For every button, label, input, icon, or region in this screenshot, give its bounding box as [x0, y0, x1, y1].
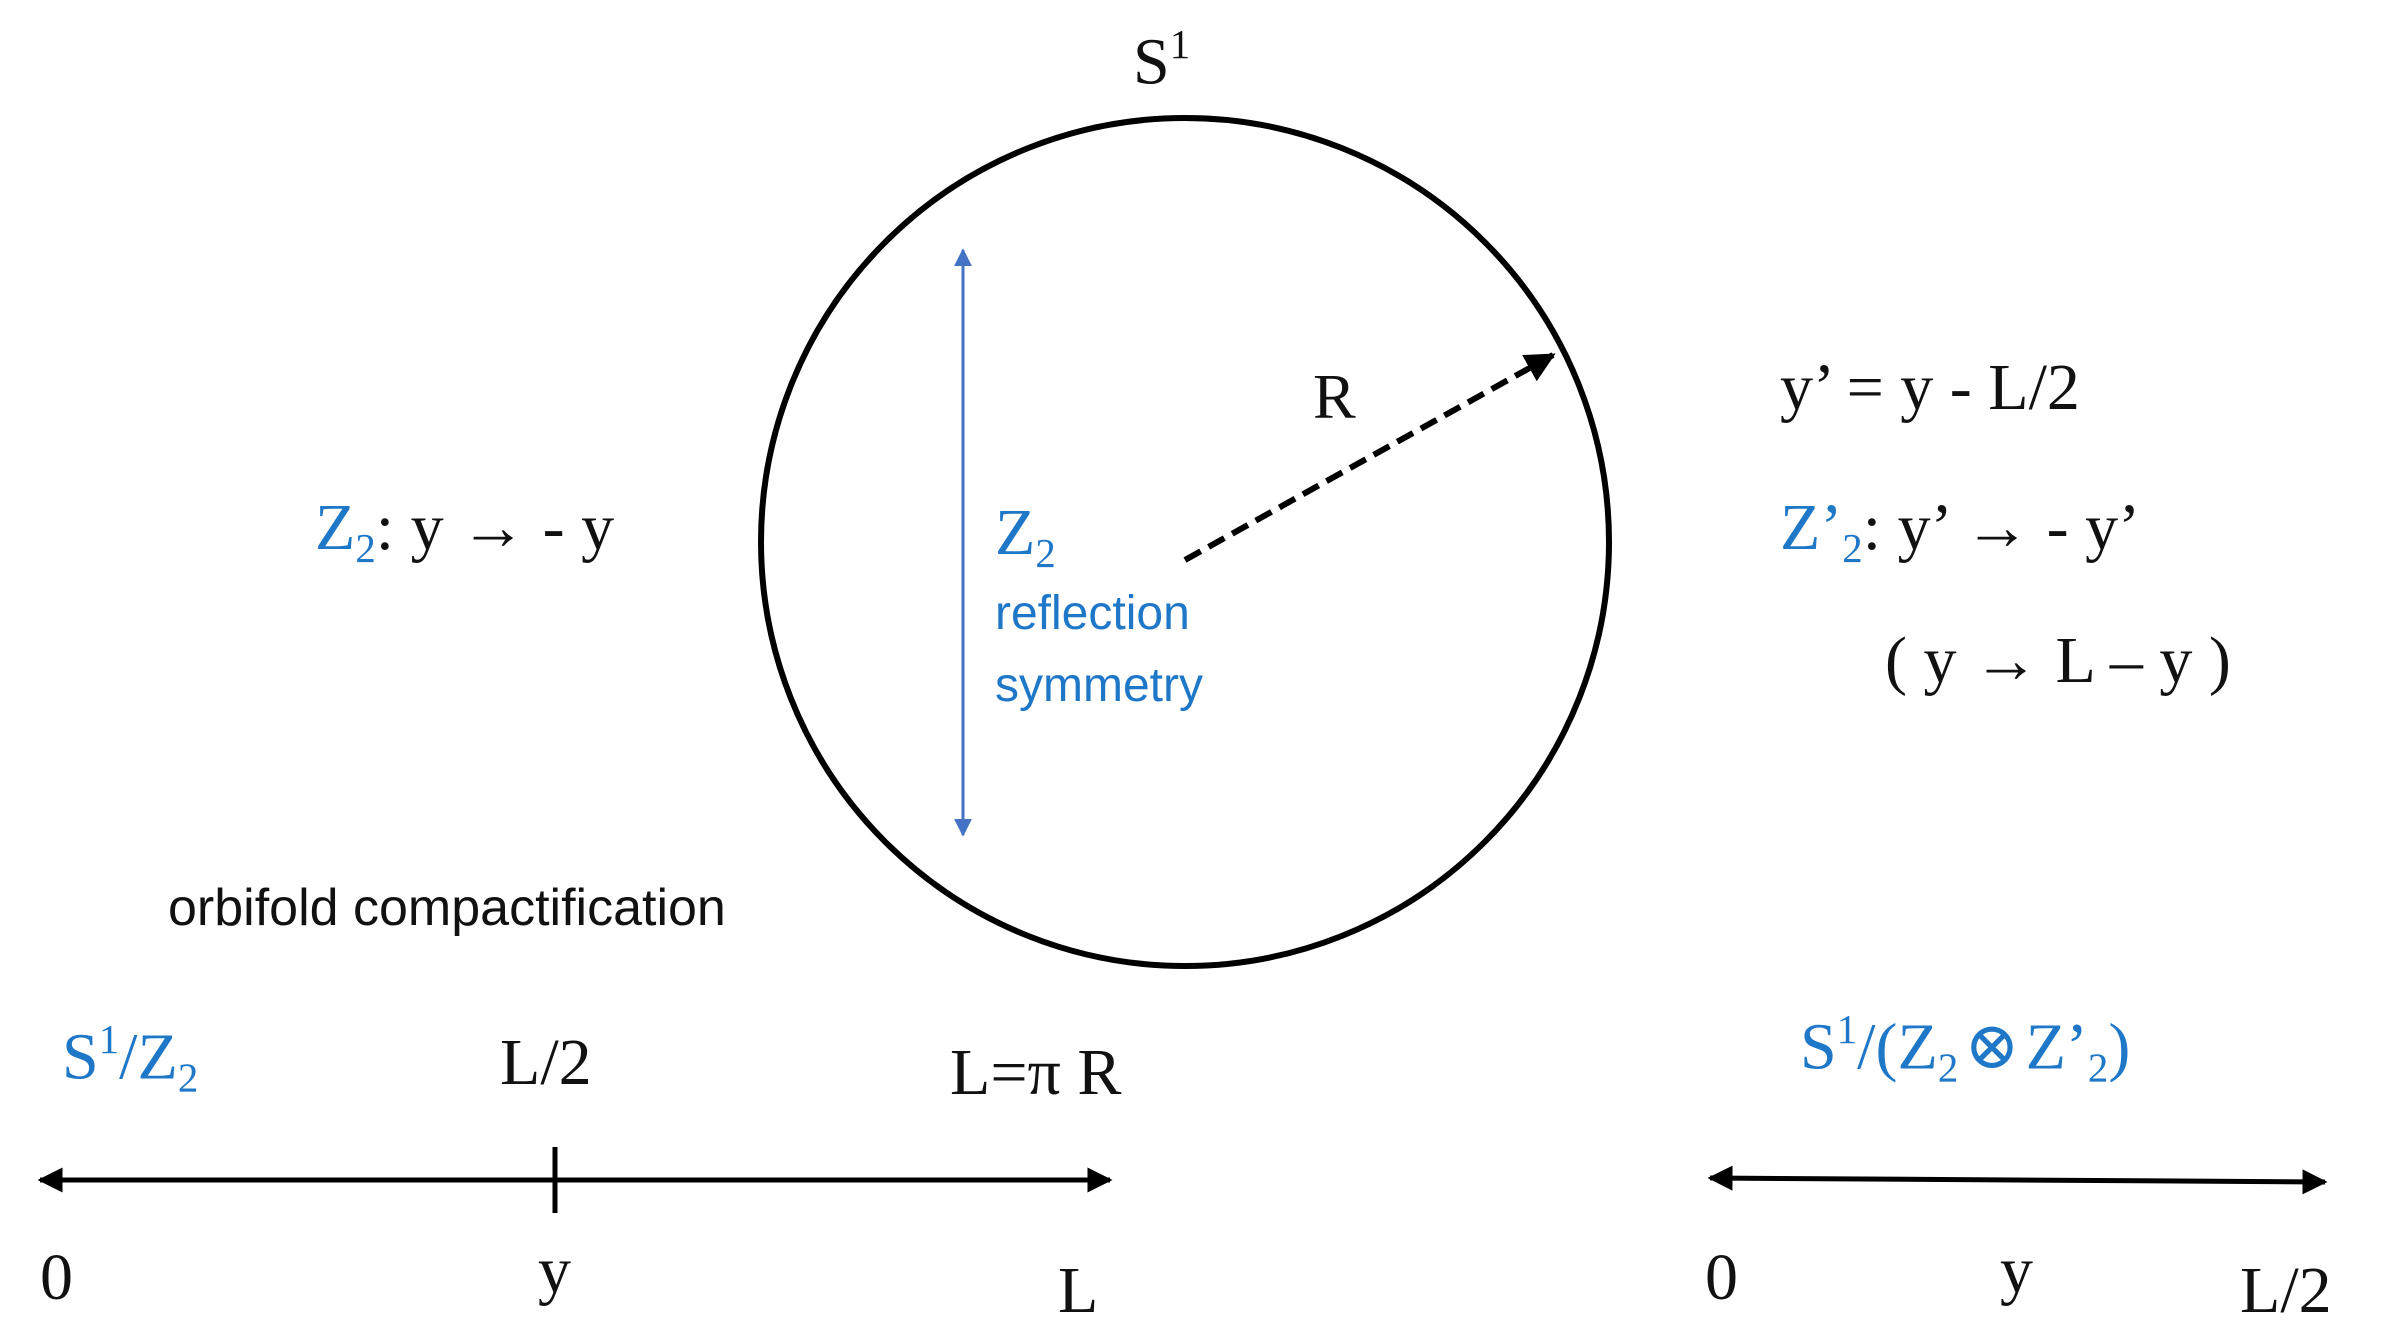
left-title-sub: 2	[177, 1055, 199, 1101]
left-title-mid: /Z	[119, 1020, 178, 1094]
s1-circle	[758, 115, 1612, 969]
right-tick-0: 0	[1705, 1241, 1738, 1314]
left-z2-map: : y → - y	[375, 491, 615, 564]
equivalent-map: ( y → L – y )	[1885, 624, 2231, 697]
right-title-close: )	[2108, 1010, 2131, 1084]
right-z2prime-map: : y’ → - y’	[1862, 491, 2141, 564]
center-reflection-label: reflection	[995, 587, 1190, 640]
circle-label-sup: 1	[1169, 22, 1191, 67]
left-end-label: L=π R	[950, 1036, 1122, 1109]
left-tick-y: y	[538, 1234, 571, 1307]
left-tick-L: L	[1058, 1254, 1099, 1327]
left-title-s: S	[62, 1020, 99, 1094]
center-symmetry-label: symmetry	[995, 659, 1203, 712]
right-title-sub1: 2	[1937, 1045, 1959, 1091]
right-tick-L2: L/2	[2240, 1254, 2332, 1327]
right-title-sub2: 2	[2087, 1045, 2109, 1091]
left-z2-transformation: Z2: y → - y	[315, 495, 614, 570]
radius-label: R	[1313, 361, 1356, 432]
left-title-sup: 1	[98, 1017, 120, 1062]
left-half-label: L/2	[500, 1026, 592, 1099]
right-title-open: /(Z	[1857, 1010, 1938, 1084]
right-z2prime-transformation: Z’2: y’ → - y’	[1780, 495, 2140, 570]
right-title-s: S	[1800, 1010, 1837, 1084]
right-title-z: Z’	[2025, 1010, 2088, 1084]
right-z2prime-sub: 2	[1842, 526, 1863, 572]
circle-label-base: S	[1133, 25, 1170, 99]
right-z2prime-symbol: Z’	[1780, 491, 1843, 564]
left-tick-0: 0	[40, 1241, 73, 1314]
right-title-sup: 1	[1836, 1007, 1858, 1052]
right-title-otimes: ⊗	[1964, 1010, 2020, 1084]
shift-equation: y’ = y - L/2	[1780, 351, 2080, 424]
orbifold-label: orbifold compactification	[168, 879, 726, 937]
circle-label: S1	[1133, 22, 1191, 99]
center-z2-base: Z	[995, 496, 1036, 569]
right-interval-title: S1/(Z2⊗Z’2)	[1800, 1007, 2131, 1091]
left-z2-sub: 2	[355, 526, 376, 572]
left-z2-symbol: Z	[315, 491, 356, 564]
right-tick-y: y	[2000, 1234, 2033, 1307]
center-z2-sub: 2	[1035, 531, 1056, 577]
right-interval-line	[1707, 1165, 2328, 1195]
left-interval-title: S1/Z2	[62, 1017, 199, 1101]
center-z2-label: Z2	[995, 500, 1056, 575]
radius-arrow	[1183, 352, 1556, 563]
